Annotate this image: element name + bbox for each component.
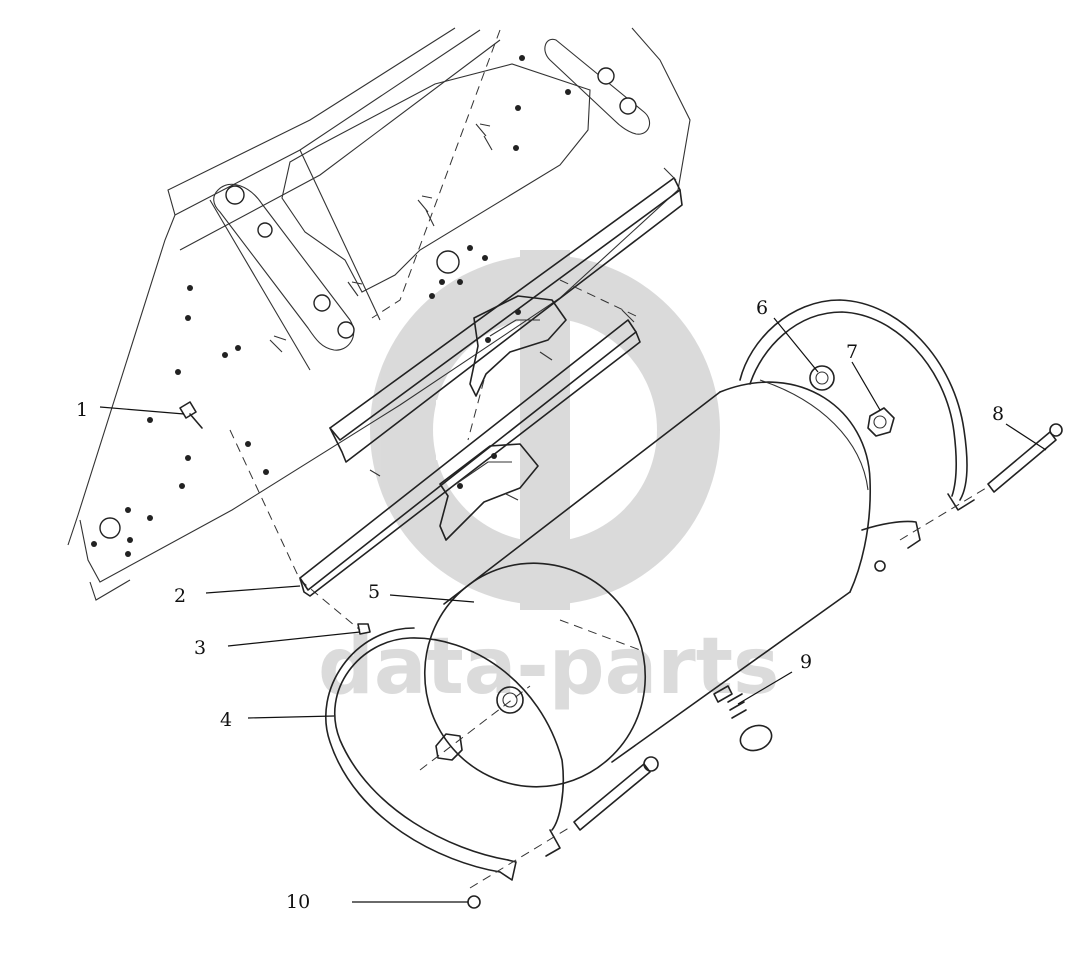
callout-7: 7 — [846, 341, 858, 363]
part-6-fitting — [809, 365, 835, 391]
part-2-mounting-rails — [299, 167, 683, 597]
callout-6: 6 — [756, 297, 768, 319]
callout-1: 1 — [76, 399, 88, 421]
callout-10: 10 — [286, 891, 310, 913]
watermark-logo — [370, 250, 720, 610]
frame-rail — [67, 27, 691, 631]
callout-2: 2 — [174, 585, 186, 607]
callout-8: 8 — [992, 403, 1004, 425]
part-4-tank-straps — [325, 299, 975, 881]
watermark-text: data-parts — [318, 622, 779, 712]
part-10-nut — [467, 560, 886, 909]
part-1-bolt — [179, 401, 203, 429]
callout-3: 3 — [194, 637, 206, 659]
part-3-nut — [357, 623, 371, 635]
callouts: 1 2 3 4 5 6 7 8 9 10 — [76, 297, 1004, 913]
callout-5: 5 — [368, 581, 380, 603]
part-7-valve — [867, 407, 895, 437]
part-8-long-bolt — [469, 423, 1063, 889]
watermark: data-parts — [318, 250, 779, 712]
leader-lines — [99, 317, 1047, 903]
part-5-air-tank — [419, 379, 872, 788]
callout-4: 4 — [220, 709, 232, 731]
callout-9: 9 — [800, 651, 812, 673]
